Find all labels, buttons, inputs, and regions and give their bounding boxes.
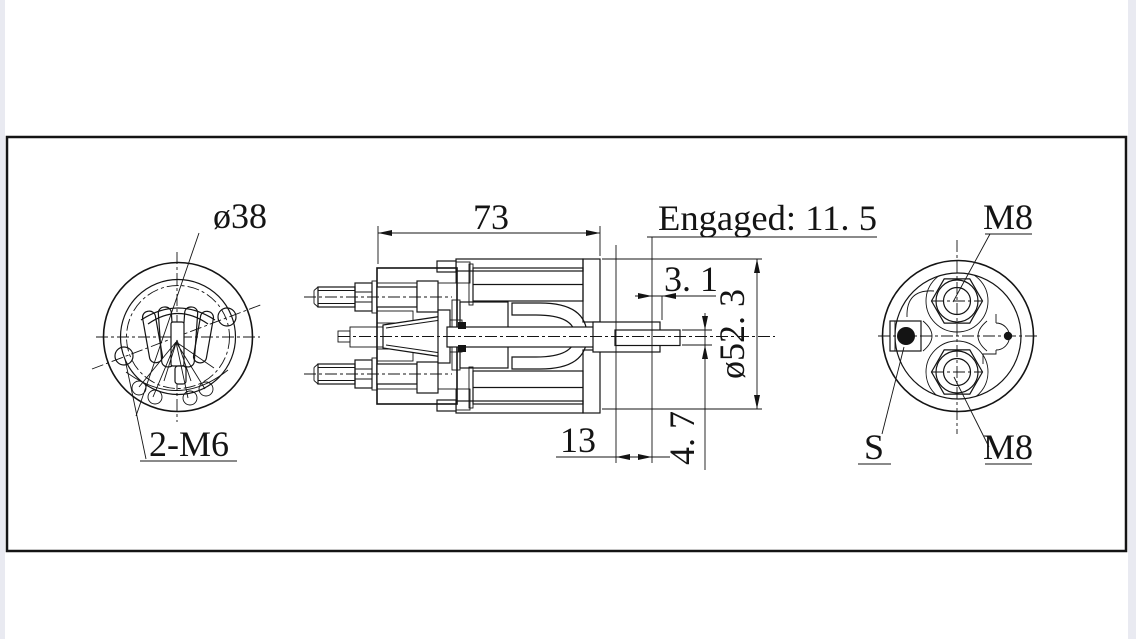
terminal-m8-top <box>930 278 984 324</box>
cover-contours <box>906 273 1010 399</box>
terminal-m8-bottom <box>930 349 984 395</box>
dimensions: 73 Engaged: 11. 5 3. 1 ø52. 3 4. 7 <box>377 197 877 470</box>
dim-body-diameter: ø52. 3 <box>712 289 752 379</box>
label-terminal-s: S <box>864 427 884 467</box>
plunger-shaft <box>446 321 681 353</box>
pin-dot <box>1003 331 1013 341</box>
housing-shell <box>436 258 601 414</box>
dim-bolt-circle-label: ø38 <box>213 196 267 236</box>
leader-bolt-circle <box>135 232 200 417</box>
dim-rod-diameter: 4. 7 <box>662 411 702 465</box>
rear-view: M8 M8 S <box>858 197 1038 467</box>
label-terminal-m8-bottom: M8 <box>983 427 1033 467</box>
page-edge-right <box>1128 0 1136 639</box>
mounting-hole <box>114 346 134 366</box>
front-view: ø38 2-M6 <box>91 196 267 464</box>
dim-mounting-holes-label: 2-M6 <box>149 424 229 464</box>
return-spring <box>125 306 229 406</box>
dim-gap: 3. 1 <box>664 259 718 299</box>
page-edge-left <box>0 0 5 639</box>
dim-protrusion: 13 <box>560 420 596 460</box>
drawing-frame <box>5 135 1128 553</box>
label-terminal-m8-top: M8 <box>983 197 1033 237</box>
leader-m8-bottom <box>953 376 990 448</box>
terminal-stud-bottom <box>304 357 452 394</box>
section-view: 73 Engaged: 11. 5 3. 1 ø52. 3 4. 7 <box>304 197 877 470</box>
leader-s <box>881 346 905 435</box>
terminal-stud-top <box>304 280 452 314</box>
dim-body-length: 73 <box>473 197 509 237</box>
leader-mounting-holes <box>124 358 147 460</box>
leader-m8-top <box>952 233 991 303</box>
terminal-s <box>889 320 922 352</box>
note-engaged-stroke: Engaged: 11. 5 <box>658 198 877 238</box>
mounting-hole <box>217 307 237 327</box>
